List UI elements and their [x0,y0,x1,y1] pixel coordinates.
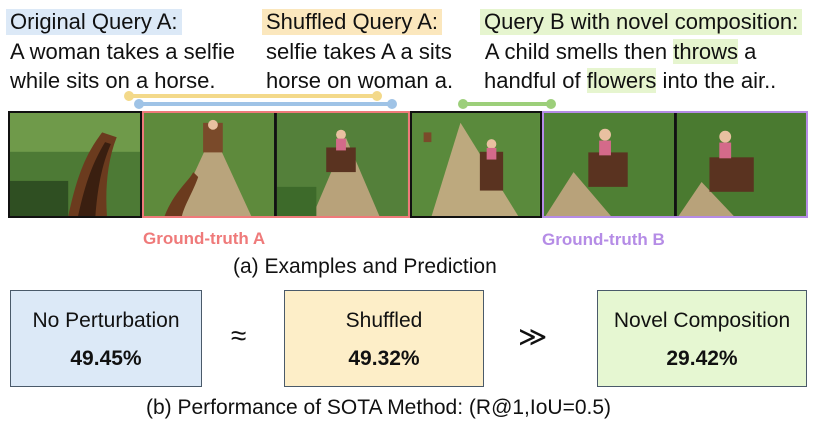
caption-examples: (a) Examples and Prediction [233,255,497,278]
novel-line-end-dot [546,99,556,109]
horse-mane-closeup-image [10,113,140,216]
original-query-line-1: A woman takes a selfie [10,39,236,64]
highlight-word-throws: throws [673,39,739,64]
ground-truth-b-frames [542,111,808,218]
original-line-end-dot [387,99,397,109]
ground-truth-b-label: Ground-truth B [542,230,665,249]
novel-query-line-1-start: A child smells then [480,39,674,64]
no-perturbation-title: No Perturbation [32,309,180,332]
horse-riding-path-image [412,113,540,216]
video-frame-1 [8,111,142,218]
highlight-word-flowers: flowers [586,68,657,93]
no-perturbation-score: 49.45% [70,347,142,370]
novel-query-line-2: handful of flowers into the air.. [484,66,776,95]
ground-truth-a-images [144,113,408,216]
ground-truth-a-frames [142,111,410,218]
novel-query-line-2-end: into the air.. [656,68,777,93]
novel-query-line-1: A child smells then throws a [480,37,756,66]
prediction-connectors [124,91,556,109]
shuffled-line-end-dot [372,91,382,101]
original-query-line-2: while sits on a horse. [10,68,216,93]
shuffled-score: 49.32% [348,347,420,370]
caption-performance: (b) Performance of SOTA Method: (R@1,IoU… [146,396,612,419]
video-frame-4 [410,111,542,218]
original-query-title: Original Query A: [6,9,182,35]
novel-composition-title: Novel Composition [613,309,791,332]
shuffled-title: Shuffled [345,309,423,332]
ground-truth-b-images [544,113,806,216]
much-greater-symbol: ≫ [518,321,548,352]
approx-equal-symbol: ≈ [231,320,247,351]
shuffled-line-start-dot [124,91,134,101]
shuffled-query-line-1: selfie takes A a sits [266,39,452,64]
novel-query-line-2-start: handful of [484,68,587,93]
shuffled-query-title: Shuffled Query A: [262,9,443,35]
novel-query-line-1-end: a [738,39,757,64]
original-line-start-dot [134,99,144,109]
no-perturbation-box: No Perturbation 49.45% [10,290,202,387]
novel-composition-box: Novel Composition 29.42% [597,290,807,387]
ground-truth-a-label: Ground-truth A [143,229,266,248]
novel-line-start-dot [458,99,468,109]
novel-query-title: Query B with novel composition: [480,9,803,35]
shuffled-box: Shuffled 49.32% [284,290,484,387]
shuffled-query-line-2: horse on woman a. [266,68,454,93]
novel-composition-score: 29.42% [666,347,738,370]
